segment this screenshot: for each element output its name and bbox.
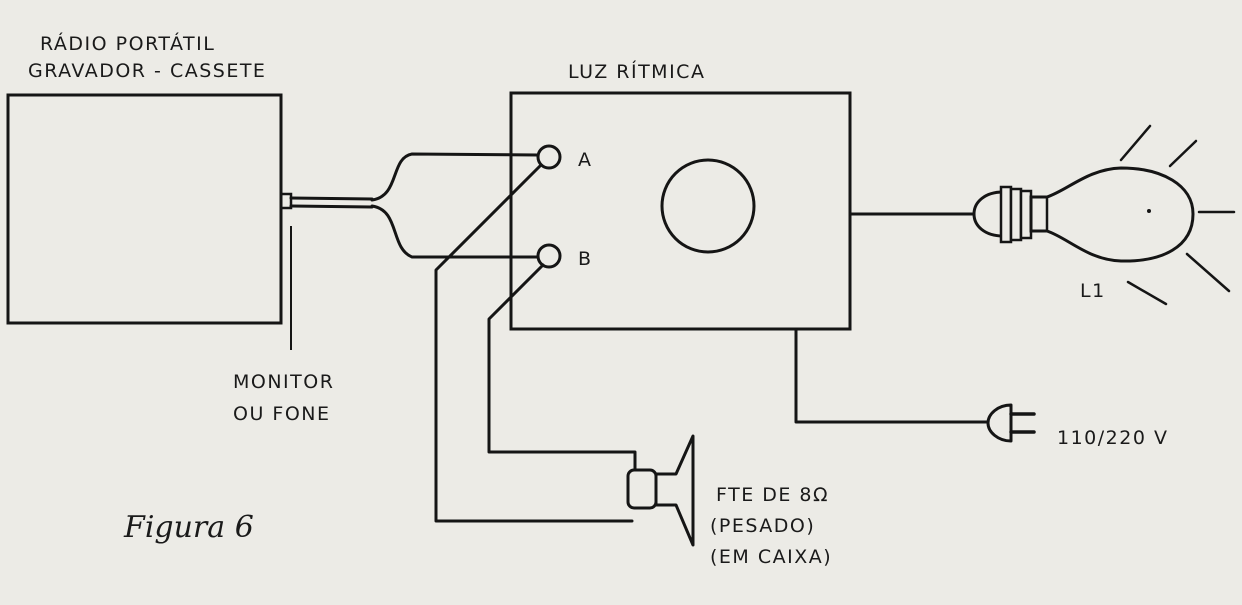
lamp-icon bbox=[972, 166, 1195, 263]
radio-title-line2: GRAVADOR - CASSETE bbox=[28, 60, 266, 82]
wire-terminal-a-to-speaker bbox=[434, 163, 634, 523]
speaker-label-line2: (PESADO) bbox=[710, 515, 815, 537]
monitor-jack bbox=[279, 192, 293, 210]
lamp-rays bbox=[1119, 124, 1236, 306]
power-label: 110/220 V bbox=[1057, 427, 1168, 449]
power-plug-icon bbox=[986, 403, 1036, 443]
lamp-label: L1 bbox=[1080, 280, 1106, 302]
wire-terminal-b-to-speaker bbox=[487, 263, 637, 474]
luz-ritmica-title: LUZ RÍTMICA bbox=[568, 60, 705, 83]
wire-to-terminal-a bbox=[370, 152, 540, 202]
monitor-label-line2: OU FONE bbox=[233, 403, 331, 425]
wire-to-terminal-b bbox=[370, 204, 540, 259]
speaker-label-line3: (EM CAIXA) bbox=[710, 546, 832, 568]
radio-cassette-box bbox=[6, 93, 293, 325]
monitor-label-line1: MONITOR bbox=[233, 371, 334, 393]
terminal-b bbox=[536, 243, 562, 269]
speaker-icon bbox=[626, 434, 695, 547]
speaker-label-line1: FTE DE 8Ω bbox=[716, 484, 829, 506]
power-cord bbox=[794, 327, 990, 424]
monitor-cable bbox=[289, 196, 374, 209]
luz-ritmica-knob bbox=[660, 158, 756, 254]
luz-ritmica-box bbox=[509, 91, 852, 331]
terminal-a bbox=[536, 144, 562, 170]
terminal-a-label: A bbox=[578, 149, 593, 171]
terminal-b-label: B bbox=[578, 248, 593, 270]
radio-title-line1: RÁDIO PORTÁTIL bbox=[40, 32, 215, 55]
figure-caption: Figura 6 bbox=[123, 510, 254, 545]
